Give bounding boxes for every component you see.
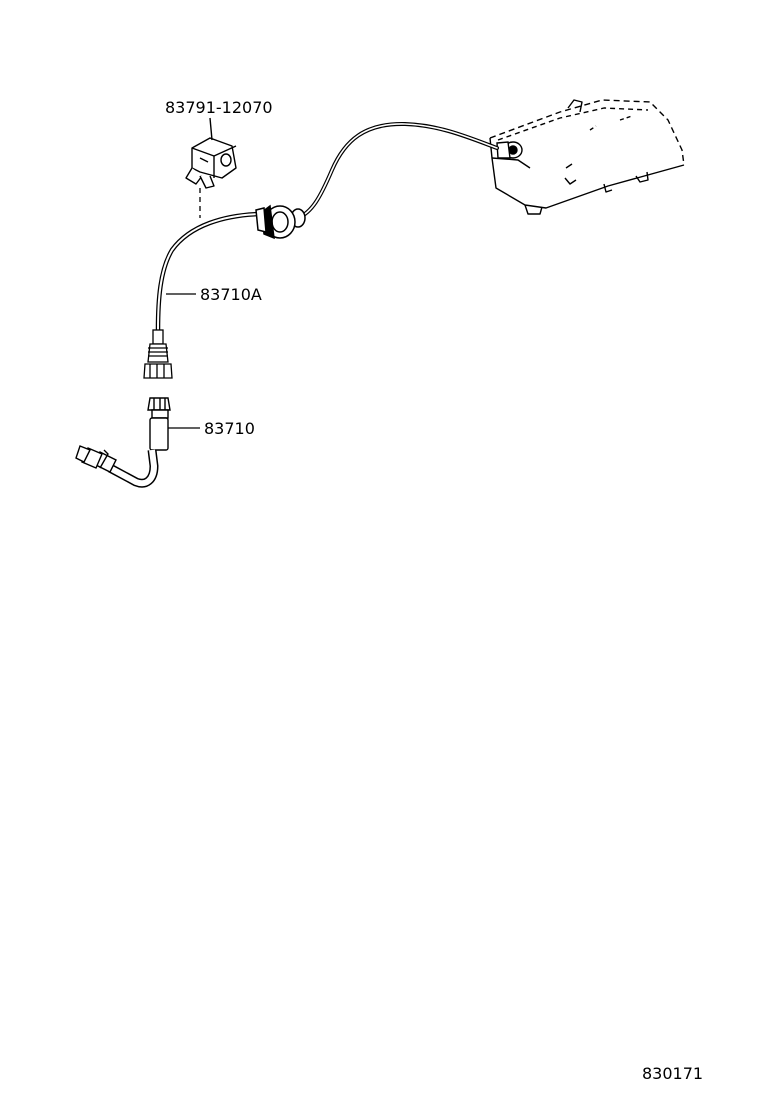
diagram-code: 830171 xyxy=(642,1064,703,1083)
cable-grommet xyxy=(255,204,306,240)
cable-clip xyxy=(185,117,237,189)
clip-part-label: 83791-12070 xyxy=(165,98,273,117)
combination-meter xyxy=(489,99,685,215)
upper-speedometer-cable xyxy=(155,121,499,333)
meter-cable-end xyxy=(496,141,523,159)
leader-lines xyxy=(166,293,200,429)
lower-speedometer-cable xyxy=(75,397,171,488)
upper-cable-part-label: 83710A xyxy=(200,285,262,304)
lower-cable-part-label: 83710 xyxy=(204,419,255,438)
upper-cable-lower-end xyxy=(143,329,173,379)
